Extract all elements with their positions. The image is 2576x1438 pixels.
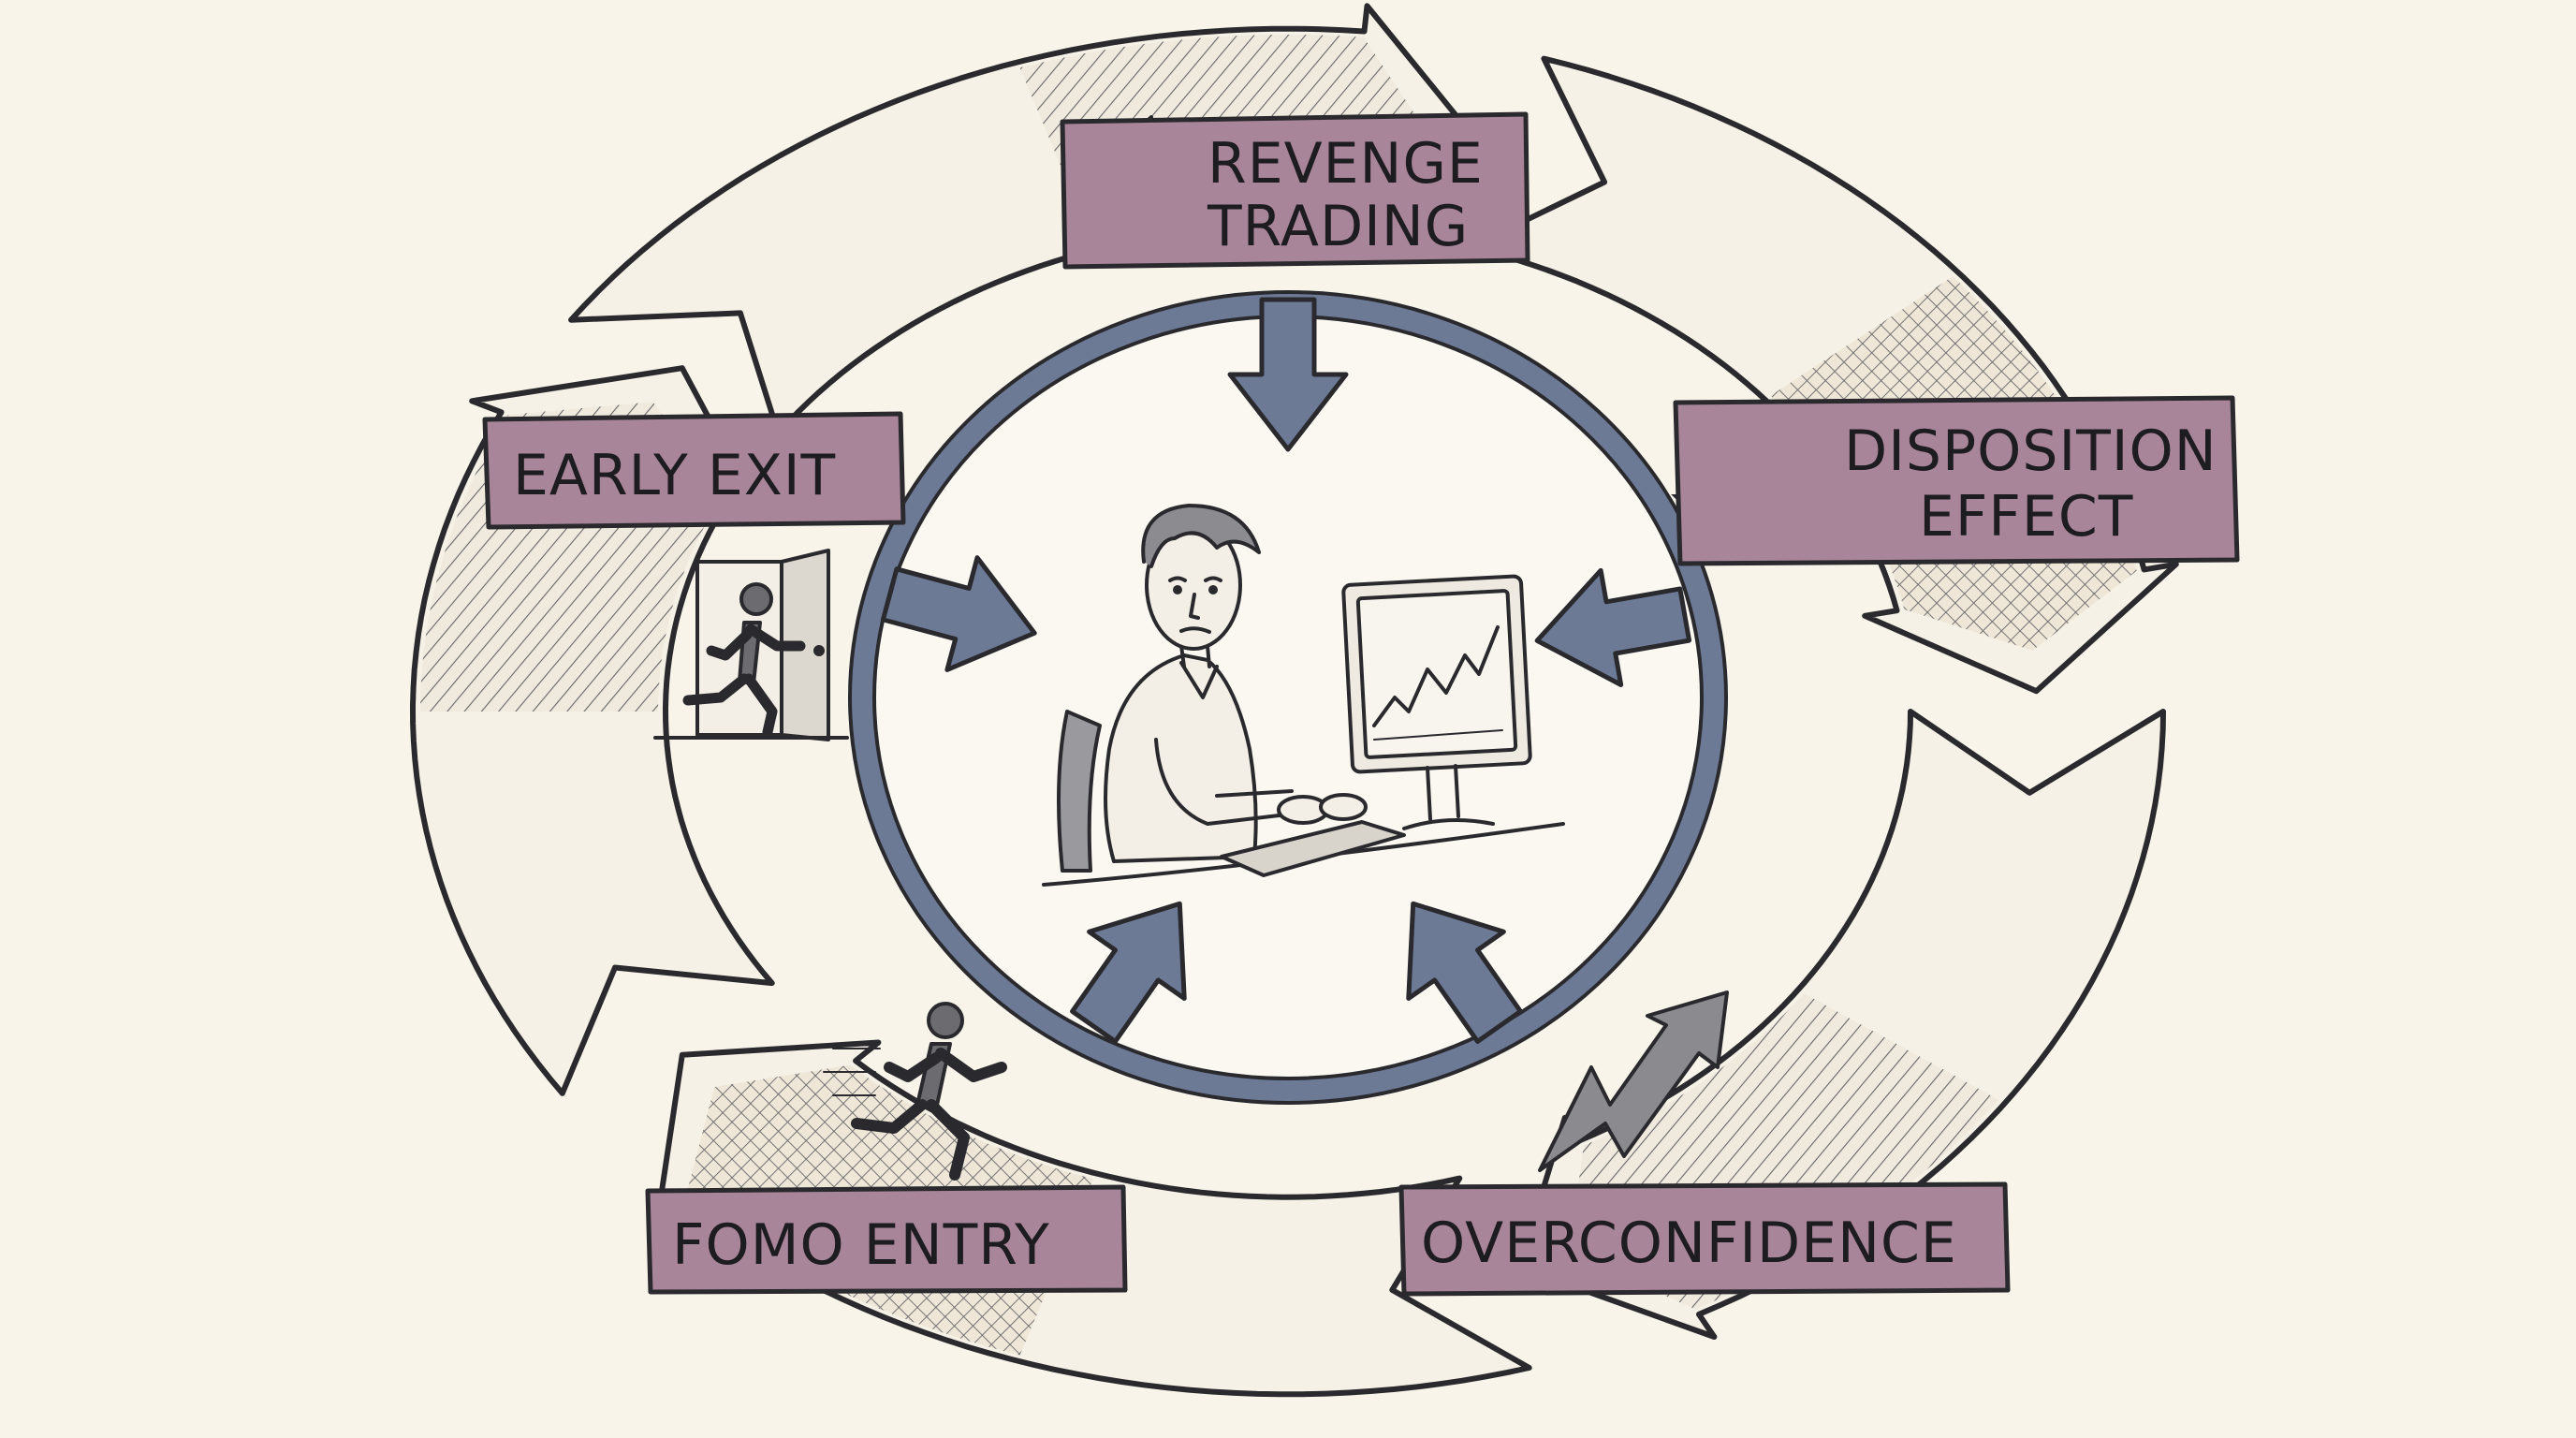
running-person-icon: [823, 1002, 1007, 1181]
label-overconfidence: OVERCONFIDENCE: [1398, 1181, 2011, 1297]
zigzag-up-arrow-icon: [1538, 990, 1729, 1172]
inward-arrow-3: [1406, 901, 1523, 1044]
label-disposition-effect-line1: DISPOSITION: [1844, 418, 2217, 484]
label-fomo-entry: FOMO ENTRY: [645, 1184, 1128, 1295]
label-disposition-effect: DISPOSITION EFFECT: [1673, 395, 2240, 566]
trader-at-computer-icon: [1042, 504, 1565, 887]
inner-ring-outline-outer: [848, 290, 1728, 1105]
label-fomo-entry-line1: FOMO ENTRY: [672, 1212, 1050, 1278]
label-revenge-trading-line2: TRADING: [1207, 194, 1469, 259]
label-disposition-effect-line2: EFFECT: [1919, 484, 2133, 550]
rising-chart-icon: [1372, 625, 1500, 727]
label-early-exit-line1: EARLY EXIT: [513, 443, 836, 508]
inward-arrow-1: [1227, 297, 1349, 452]
label-early-exit: EARLY EXIT: [482, 411, 906, 530]
inward-arrow-5: [880, 555, 1037, 672]
inward-arrow-2: [1534, 567, 1692, 687]
label-overconfidence-line1: OVERCONFIDENCE: [1421, 1211, 1957, 1276]
label-revenge-trading-line1: REVENGE: [1208, 131, 1484, 197]
person-exiting-door-icon: [653, 549, 849, 741]
inward-arrow-4: [1070, 901, 1187, 1044]
inward-arrows: [880, 297, 1692, 1044]
label-revenge-trading: REVENGE TRADING: [1060, 111, 1530, 270]
